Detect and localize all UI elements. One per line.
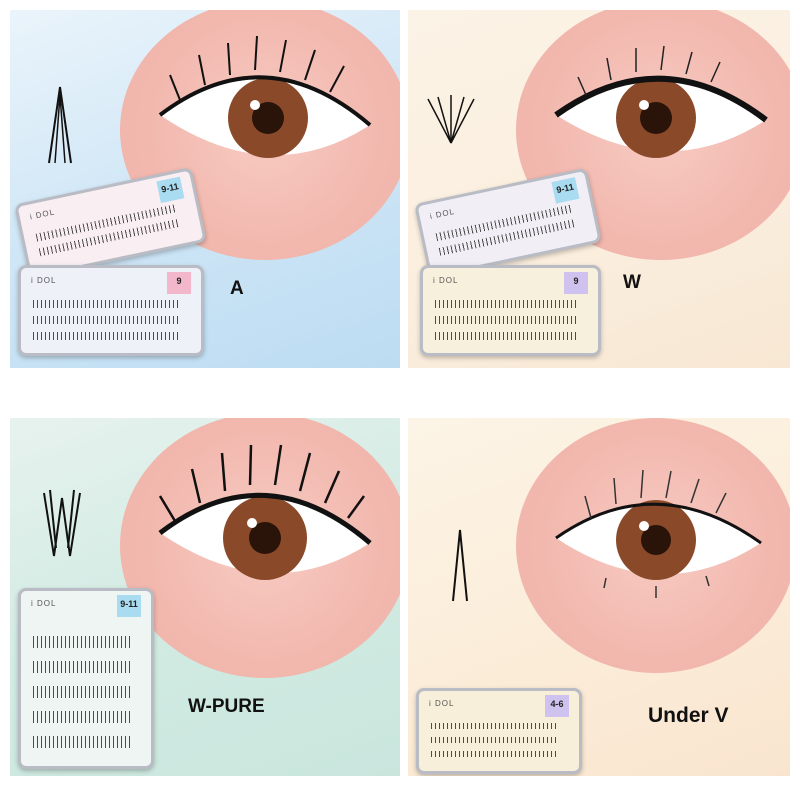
panel-under-v: 4-6 i DOL Under V [408, 418, 790, 776]
panel-a: 9-11 i DOL 9 i DOL A [10, 10, 400, 368]
brand-logo: i DOL [429, 699, 455, 708]
lash-box-back: 9-11 i DOL [414, 167, 602, 279]
brand-logo: i DOL [433, 276, 459, 285]
size-tag: 9-11 [117, 595, 141, 617]
panel-w: 9-11 i DOL 9 i DOL W [408, 10, 790, 368]
size-tag: 4-6 [545, 695, 569, 717]
lash-under-v-shape-icon [452, 529, 468, 602]
brand-logo: i DOL [31, 276, 57, 285]
lash-box-back: 9-11 i DOL [14, 167, 207, 279]
panel-w-pure: 9-11 i DOL W-PURE [10, 418, 400, 776]
eye-image [516, 10, 790, 260]
brand-logo: i DOL [29, 207, 56, 222]
brand-logo: i DOL [429, 206, 456, 221]
size-tag: 9-11 [551, 177, 580, 204]
eye-image [516, 418, 790, 673]
size-tag: 9 [564, 272, 588, 294]
size-tag: 9-11 [156, 176, 185, 204]
style-label: W-PURE [188, 696, 265, 717]
lash-box: 9-11 i DOL [18, 588, 154, 769]
lash-w-pure-shape-icon [43, 489, 81, 557]
brand-logo: i DOL [31, 599, 57, 608]
size-tag: 9 [167, 272, 191, 294]
style-label: Under V [648, 704, 729, 727]
style-label: A [230, 278, 244, 299]
lash-box: 4-6 i DOL [416, 688, 582, 774]
lash-w-shape-icon [427, 95, 475, 144]
lash-a-shape-icon [48, 86, 72, 164]
style-label: W [623, 272, 641, 293]
lash-box-front: 9 i DOL [420, 265, 601, 356]
lash-box-front: 9 i DOL [18, 265, 204, 356]
eye-image [120, 418, 400, 678]
